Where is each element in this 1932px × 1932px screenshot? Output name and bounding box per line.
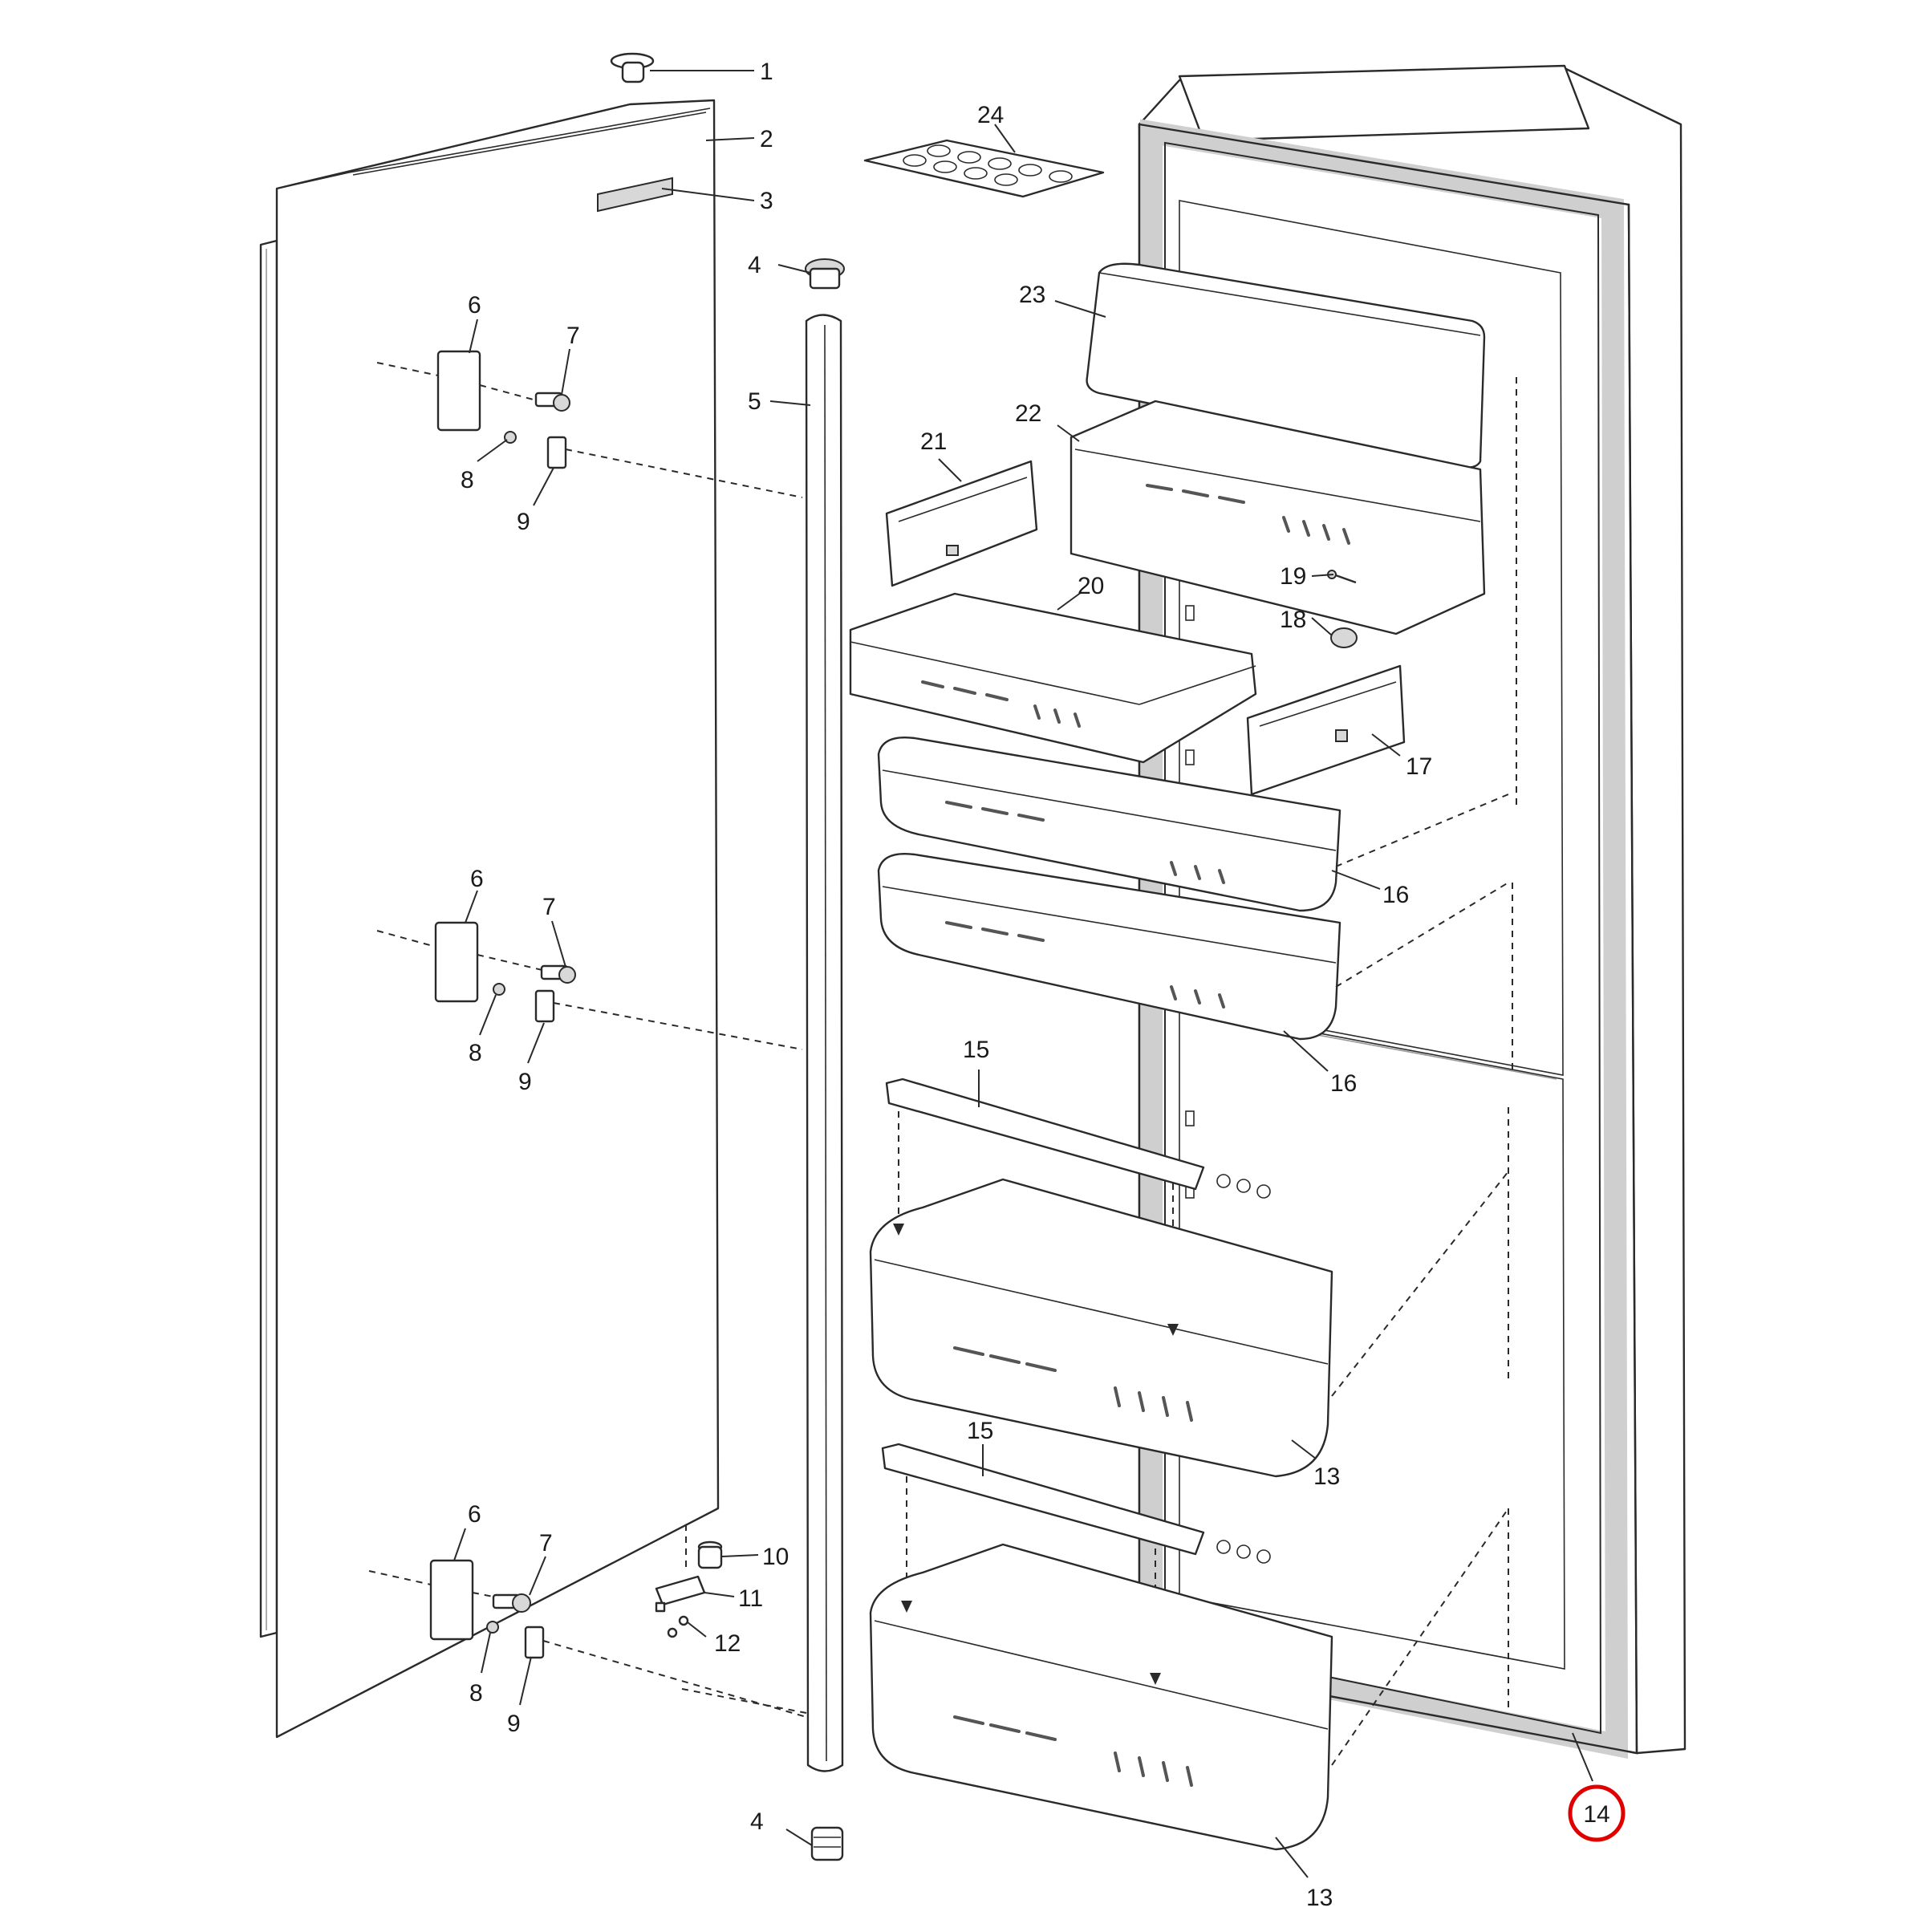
- door-side-trim: [805, 314, 844, 1772]
- callout-6-mid: 6: [470, 866, 484, 892]
- callout-16-upper: 16: [1382, 882, 1409, 908]
- callout-7-top: 7: [566, 323, 580, 349]
- callout-6-bottom: 6: [468, 1501, 481, 1528]
- callout-8-mid: 8: [469, 1040, 482, 1066]
- callout-4-top: 4: [748, 252, 761, 278]
- callout-12: 12: [714, 1630, 741, 1657]
- callout-17: 17: [1406, 753, 1432, 780]
- callout-14-highlighted: 14: [1568, 1784, 1626, 1842]
- callout-11: 11: [738, 1585, 763, 1612]
- callout-8-bottom: 8: [469, 1680, 483, 1707]
- callout-labels: 1 2 3 4 5 6 7 8 9 6 7 8 9 6 7 8 9 10 11 …: [461, 59, 1432, 1911]
- callout-2: 2: [760, 126, 773, 152]
- hinge-set-middle: [376, 921, 803, 1050]
- callout-16-lower: 16: [1330, 1070, 1357, 1097]
- bin-front-trim-upper: [885, 1078, 1271, 1336]
- callout-9-top: 9: [517, 509, 530, 535]
- callout-6-top: 6: [468, 292, 481, 319]
- callout-20: 20: [1078, 573, 1104, 599]
- hinge-set-top: [376, 350, 803, 498]
- dairy-compartment-lid: [1086, 262, 1486, 469]
- highlight-ring: [1568, 1784, 1626, 1842]
- callout-22: 22: [1015, 400, 1041, 427]
- dairy-compartment-bin: [1070, 400, 1486, 635]
- lower-hinge-parts: [655, 1524, 723, 1638]
- door-shelf-upper: [877, 737, 1509, 912]
- callout-7-bottom: 7: [539, 1530, 553, 1557]
- callout-5: 5: [748, 388, 761, 415]
- callout-4-bottom: 4: [750, 1808, 764, 1835]
- left-bracket-21: [885, 460, 1038, 587]
- callout-10: 10: [762, 1544, 789, 1570]
- leader-lines: [453, 70, 1593, 1878]
- egg-tray: [863, 139, 1105, 198]
- trim-end-cap-bottom: [810, 1826, 844, 1861]
- door-bin-lower: [869, 1508, 1509, 1851]
- hinge-set-bottom: [368, 1559, 807, 1718]
- callout-19: 19: [1280, 563, 1306, 590]
- label-plate: [597, 177, 673, 213]
- callout-9-bottom: 9: [507, 1711, 521, 1737]
- callout-15-upper: 15: [963, 1037, 989, 1063]
- right-bracket-17: [1246, 664, 1406, 796]
- callout-15-lower: 15: [967, 1418, 993, 1444]
- callout-14: 14: [1583, 1801, 1609, 1828]
- door-outer-panel: [259, 99, 720, 1739]
- callout-21: 21: [920, 428, 947, 455]
- lid-knob-18: [1330, 627, 1358, 648]
- callout-7-mid: 7: [542, 894, 556, 920]
- storage-drawer: [849, 592, 1257, 764]
- hinge-cap: [610, 52, 655, 83]
- callout-18: 18: [1280, 607, 1306, 633]
- door-shelf-lower: [877, 853, 1509, 1041]
- callout-3: 3: [760, 188, 773, 214]
- callout-9-mid: 9: [518, 1069, 532, 1095]
- callout-23: 23: [1019, 282, 1045, 308]
- callout-1: 1: [760, 59, 773, 85]
- trim-end-cap-top: [805, 258, 845, 290]
- callout-13-lower: 13: [1306, 1885, 1333, 1911]
- callout-24: 24: [977, 102, 1004, 128]
- callout-13-upper: 13: [1313, 1463, 1340, 1490]
- callout-8-top: 8: [461, 467, 474, 493]
